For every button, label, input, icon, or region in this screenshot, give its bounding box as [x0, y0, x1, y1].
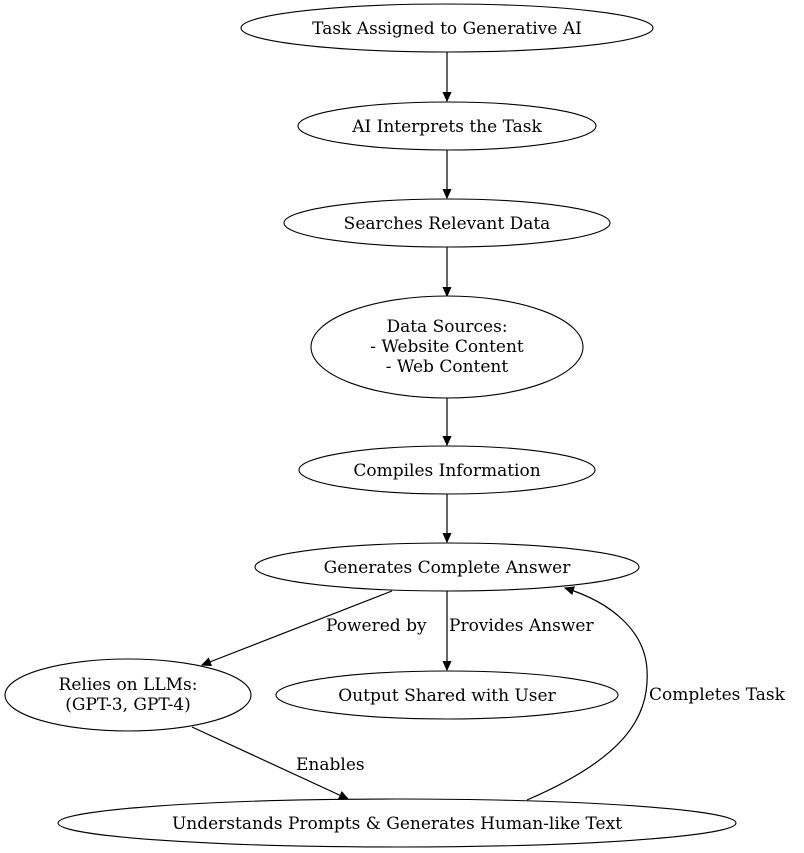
node-data-sources-line-2: - Website Content	[370, 337, 524, 357]
edge-label-enables: Enables	[296, 755, 365, 775]
node-data-sources-line-3: - Web Content	[386, 357, 509, 377]
node-ai-interprets-label: AI Interprets the Task	[351, 117, 542, 137]
node-ai-interprets: AI Interprets the Task	[297, 101, 597, 151]
edge-understands-to-generates	[526, 588, 648, 801]
node-data-sources: Data Sources: - Website Content - Web Co…	[310, 295, 584, 399]
node-compiles-information-label: Compiles Information	[353, 461, 540, 481]
node-understands-prompts-label: Understands Prompts & Generates Human-li…	[172, 814, 622, 834]
node-relies-on-llms: Relies on LLMs: (GPT-3, GPT-4)	[4, 658, 252, 732]
node-compiles-information: Compiles Information	[298, 445, 596, 495]
node-task-assigned: Task Assigned to Generative AI	[240, 3, 654, 53]
edge-relies-to-understands	[191, 726, 348, 800]
node-output-shared: Output Shared with User	[275, 670, 619, 720]
edge-label-powered-by: Powered by	[326, 616, 427, 636]
node-searches-data-label: Searches Relevant Data	[344, 214, 551, 234]
node-output-shared-label: Output Shared with User	[338, 686, 556, 706]
node-searches-data: Searches Relevant Data	[283, 198, 611, 248]
node-generates-answer: Generates Complete Answer	[254, 542, 640, 592]
edge-label-completes-task: Completes Task	[649, 685, 786, 705]
node-understands-prompts: Understands Prompts & Generates Human-li…	[57, 798, 737, 848]
node-relies-on-llms-line-2: (GPT-3, GPT-4)	[65, 695, 191, 715]
edge-label-provides-answer: Provides Answer	[449, 616, 594, 636]
node-data-sources-line-1: Data Sources:	[386, 317, 507, 337]
edge-generates-to-relies	[202, 590, 393, 665]
node-relies-on-llms-line-1: Relies on LLMs:	[59, 675, 198, 695]
node-task-assigned-label: Task Assigned to Generative AI	[312, 19, 582, 39]
node-generates-answer-label: Generates Complete Answer	[324, 558, 572, 578]
